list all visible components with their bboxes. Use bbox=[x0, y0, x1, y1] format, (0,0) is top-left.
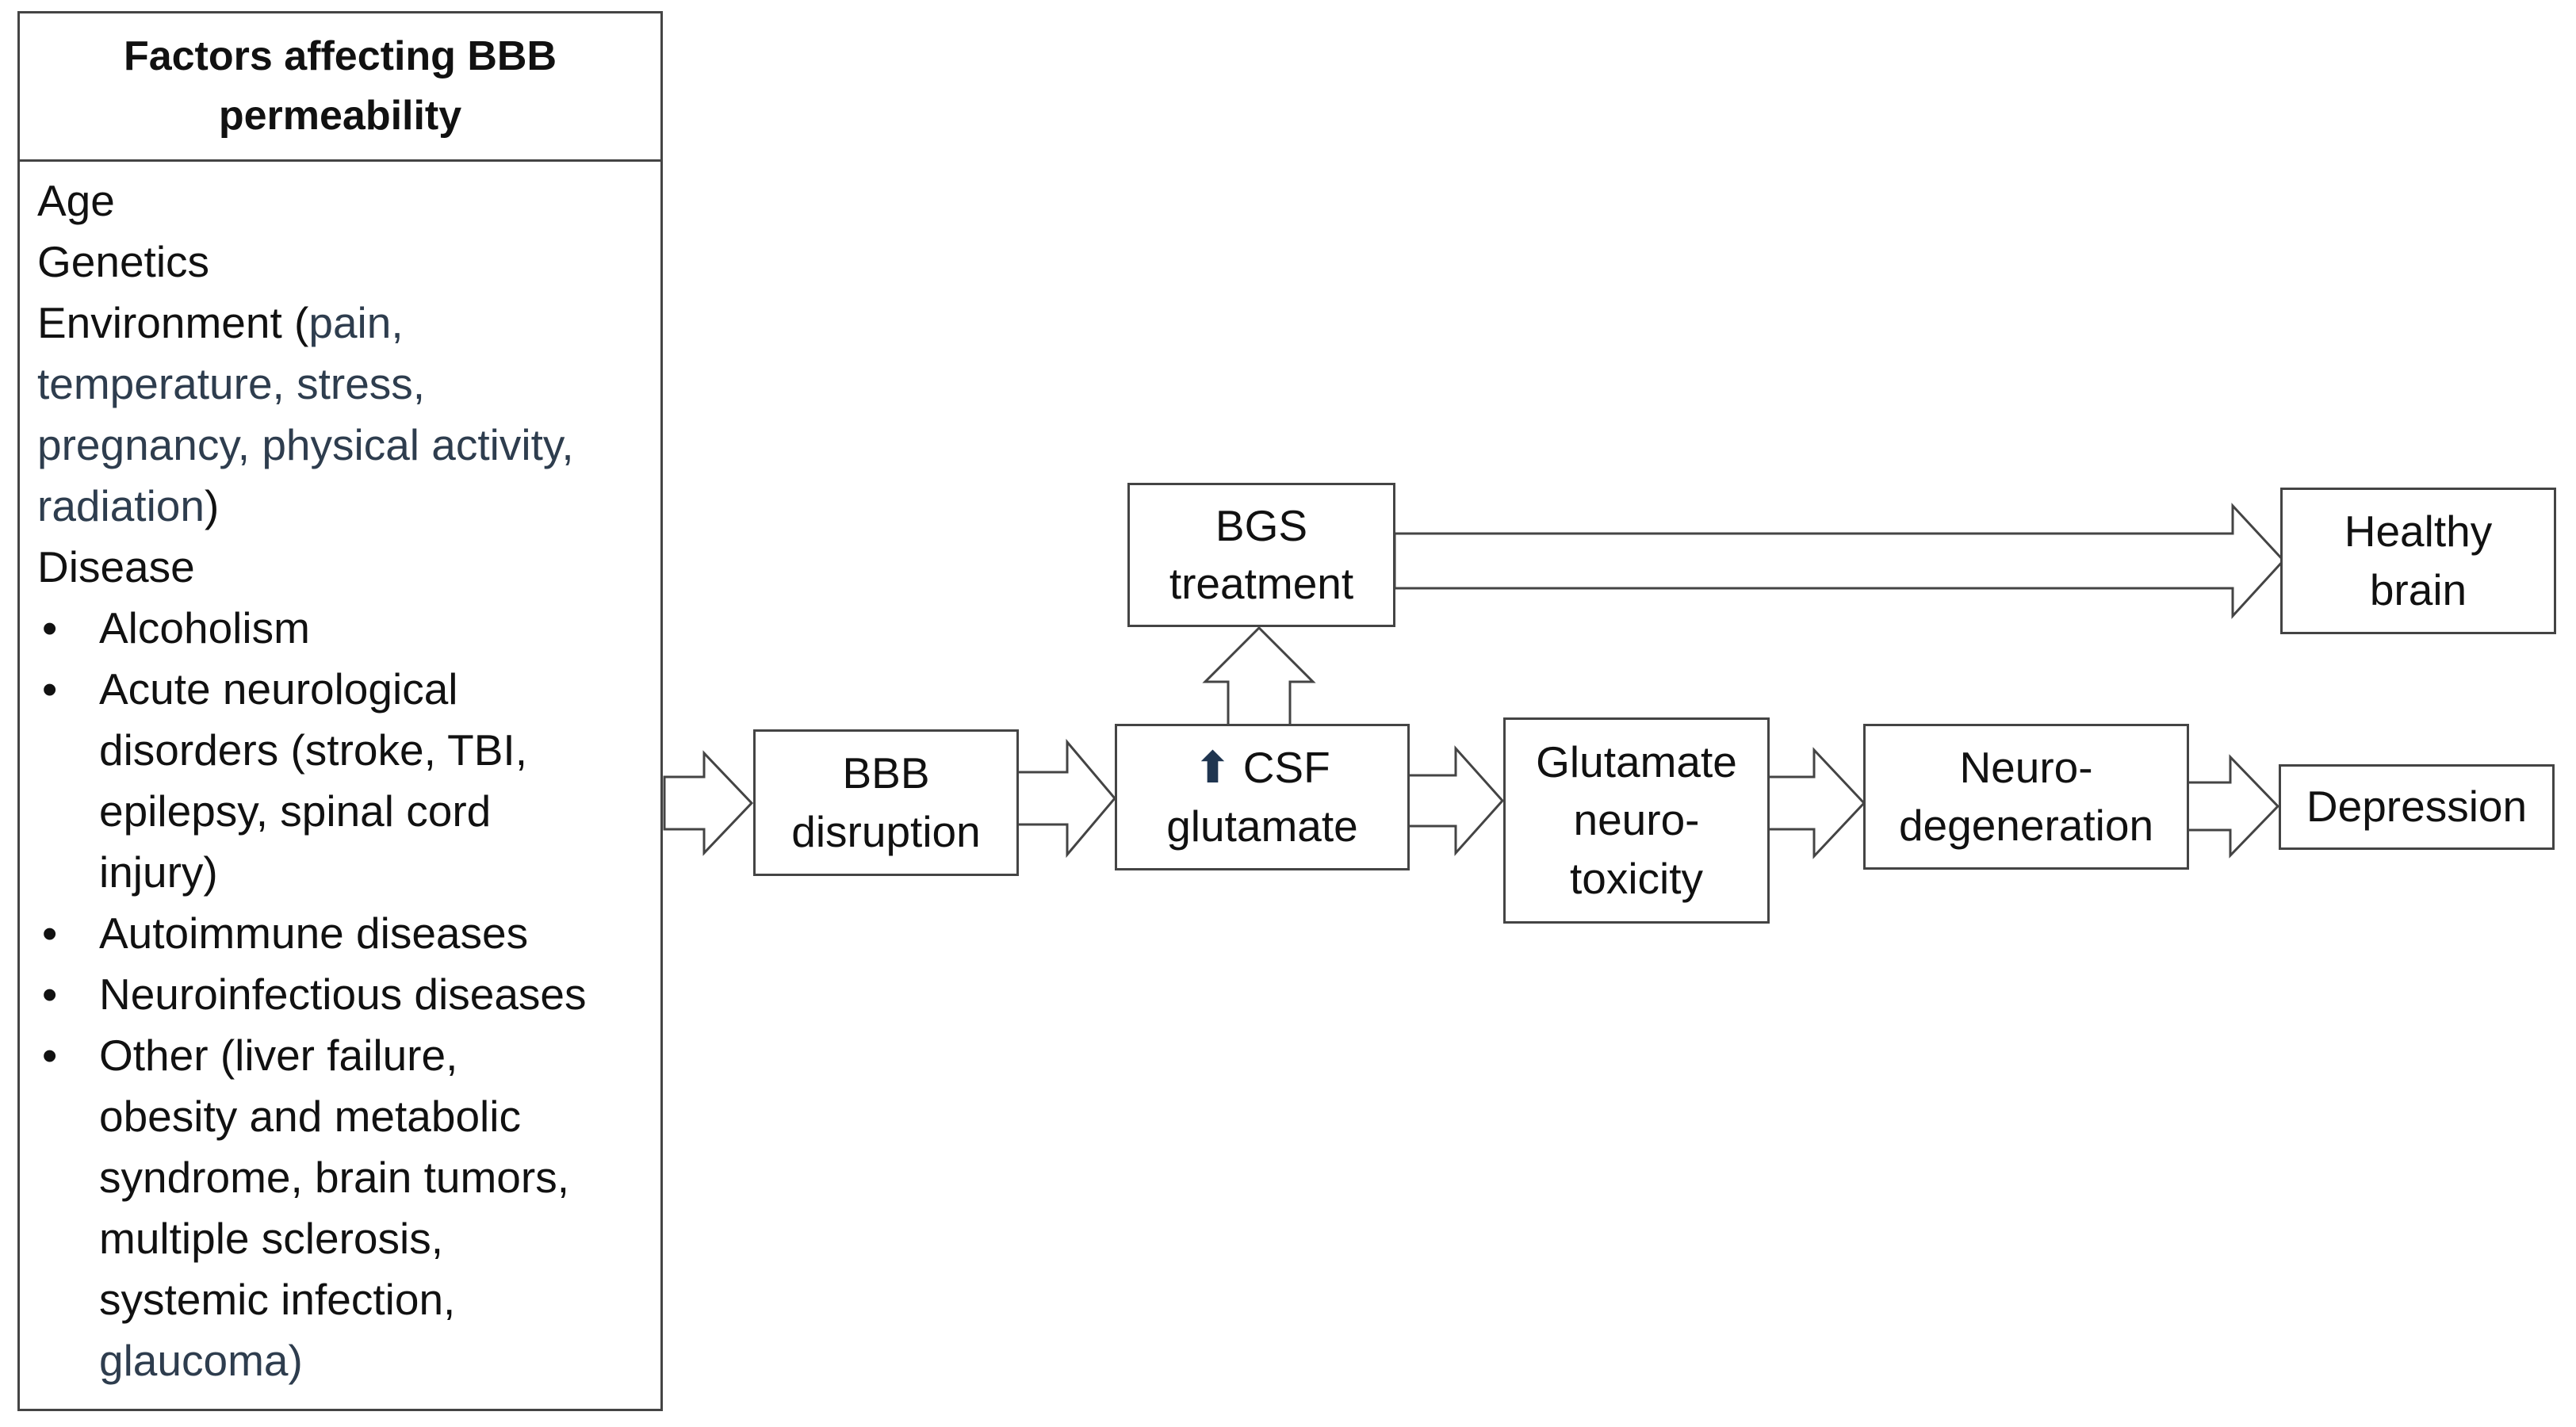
factor-genetics: Genetics bbox=[37, 237, 210, 286]
neurodegeneration-line-2: degeneration bbox=[1898, 801, 2154, 850]
bgs-treatment-line-2: treatment bbox=[1169, 559, 1354, 608]
healthy-brain-node: Healthy brain bbox=[2280, 488, 2556, 634]
bullet-icon: • bbox=[42, 909, 58, 958]
factor-environment-cont-3: radiation) bbox=[37, 481, 220, 530]
healthy-brain-line-1: Healthy bbox=[2344, 507, 2493, 557]
csf-glutamate-line-2: glutamate bbox=[1166, 801, 1358, 851]
factors-title-line-1: Factors affecting BBB bbox=[123, 33, 557, 79]
csf-glutamate-node: ⬆ CSF glutamate bbox=[1115, 724, 1410, 870]
bbb-disruption-line-1: BBB bbox=[842, 748, 930, 798]
glutamate-neurotoxicity-line-1: Glutamate bbox=[1536, 737, 1737, 787]
bgs-treatment-node: BGS treatment bbox=[1127, 483, 1395, 627]
disease-item: • Other (liver failure, obesity and meta… bbox=[37, 1025, 645, 1391]
factor-environment-cont-2: pregnancy, physical activity, bbox=[37, 420, 574, 469]
arrow-glutamate-to-neuro bbox=[1765, 747, 1866, 859]
bgs-treatment-line-1: BGS bbox=[1215, 500, 1308, 550]
disease-item: • Neuroinfectious diseases bbox=[37, 964, 645, 1025]
factors-title: Factors affecting BBB permeability bbox=[20, 13, 660, 162]
factors-list: Age Genetics Environment (pain, temperat… bbox=[37, 170, 645, 1391]
bbb-disruption-node: BBB disruption bbox=[753, 729, 1019, 876]
arrow-factors-to-bbb bbox=[663, 750, 754, 856]
up-arrow-icon: ⬆ bbox=[1194, 743, 1231, 793]
arrow-bbb-to-csf bbox=[1016, 738, 1116, 859]
healthy-brain-line-2: brain bbox=[2369, 564, 2467, 614]
depression-node: Depression bbox=[2279, 764, 2555, 850]
disease-item: • Autoimmune diseases bbox=[37, 903, 645, 964]
bbb-disruption-line-2: disruption bbox=[791, 806, 981, 856]
csf-glutamate-line-1: ⬆ CSF bbox=[1194, 743, 1330, 793]
disease-item: • Acute neurological disorders (stroke, … bbox=[37, 659, 645, 903]
neurodegeneration-node: Neuro- degeneration bbox=[1863, 724, 2189, 870]
arrow-csf-to-bgs bbox=[1202, 626, 1316, 727]
factors-title-line-2: permeability bbox=[218, 93, 462, 139]
factors-box: Factors affecting BBB permeability Age G… bbox=[17, 11, 663, 1411]
bullet-icon: • bbox=[42, 603, 58, 652]
factor-age: Age bbox=[37, 176, 115, 225]
glutamate-neurotoxicity-node: Glutamate neuro- toxicity bbox=[1503, 717, 1770, 924]
factor-environment: Environment (pain, bbox=[37, 298, 404, 347]
bullet-icon: • bbox=[42, 1031, 58, 1080]
arrow-csf-to-glutamate bbox=[1407, 745, 1505, 856]
bullet-icon: • bbox=[42, 970, 58, 1019]
glutamate-neurotoxicity-line-2: neuro- bbox=[1573, 795, 1700, 845]
factor-disease: Disease bbox=[37, 542, 195, 591]
glutamate-neurotoxicity-line-3: toxicity bbox=[1569, 853, 1704, 903]
bullet-icon: • bbox=[42, 664, 58, 714]
factor-environment-cont-1: temperature, stress, bbox=[37, 359, 426, 408]
disease-item: • Alcoholism bbox=[37, 598, 645, 659]
neurodegeneration-line-1: Neuro- bbox=[1959, 742, 2093, 792]
arrow-neuro-to-depression bbox=[2185, 754, 2280, 859]
arrow-bgs-to-healthy bbox=[1393, 503, 2286, 619]
depression-label: Depression bbox=[2306, 782, 2528, 832]
